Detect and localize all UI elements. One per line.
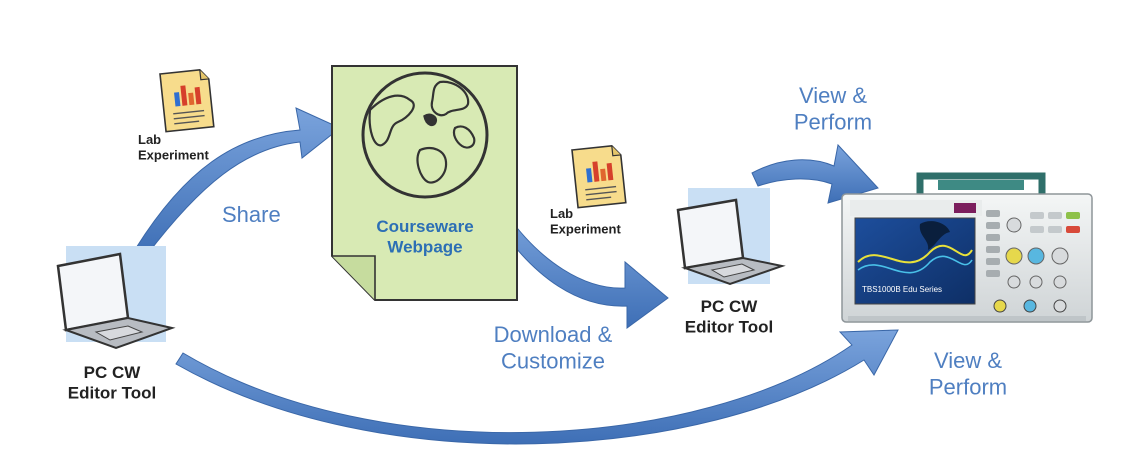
share-label: Share bbox=[222, 202, 281, 227]
download-customize-label: Download &Customize bbox=[494, 322, 613, 373]
view-perform-top-arrow bbox=[751, 143, 879, 204]
laptop-icon-left bbox=[56, 246, 176, 350]
view-perform-bottom-arrow bbox=[175, 329, 899, 445]
view-perform-label-bottom: View &Perform bbox=[929, 348, 1007, 399]
oscilloscope-image: TBS1000B Edu Series bbox=[841, 172, 1093, 323]
laptop-icon-middle bbox=[676, 188, 786, 286]
share-arrow bbox=[135, 107, 341, 257]
lab-experiment-document-icon bbox=[159, 68, 215, 133]
download-arrow bbox=[494, 211, 669, 329]
globe-icon bbox=[361, 71, 489, 199]
lab-experiment-document-icon-2 bbox=[571, 144, 627, 209]
view-perform-label-top: View &Perform bbox=[794, 83, 872, 134]
oscilloscope-screen-text: TBS1000B Edu Series bbox=[862, 285, 942, 294]
oscilloscope-controls bbox=[986, 210, 1080, 313]
